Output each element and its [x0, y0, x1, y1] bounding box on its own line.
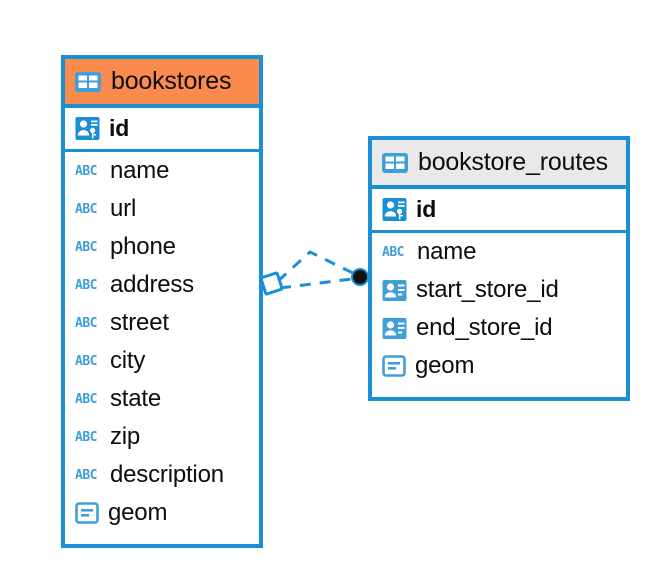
abc-icon: ABC: [75, 312, 101, 334]
abc-icon: ABC: [75, 388, 101, 410]
entity-header-bookstores[interactable]: bookstores: [65, 59, 259, 108]
field-row-name[interactable]: ABC name: [372, 233, 626, 271]
entity-title-bookstore-routes: bookstore_routes: [418, 148, 608, 176]
field-label-name: name: [110, 157, 170, 184]
field-label-end-store-id: end_store_id: [416, 314, 553, 341]
abc-icon: ABC: [75, 198, 101, 220]
entity-field-list-bookstore-routes: id ABC name start_store_id: [372, 189, 626, 385]
field-label-phone: phone: [110, 233, 176, 260]
abc-icon: ABC: [75, 274, 101, 296]
field-row-id[interactable]: id: [372, 189, 626, 233]
field-row-state[interactable]: ABC state: [65, 380, 259, 418]
primary-key-icon: [382, 197, 407, 222]
field-row-end-store-id[interactable]: end_store_id: [372, 309, 626, 347]
abc-icon-glyph: ABC: [75, 277, 97, 293]
field-label-description: description: [110, 461, 224, 488]
abc-icon-glyph: ABC: [75, 315, 97, 331]
primary-key-icon: [75, 116, 100, 141]
relationship-connector[interactable]: [258, 238, 378, 320]
entity-title-bookstores: bookstores: [111, 67, 232, 95]
field-row-address[interactable]: ABC address: [65, 266, 259, 304]
entity-field-list-bookstores: id ABC name ABC url ABC phone ABC addres…: [65, 108, 259, 532]
abc-icon: ABC: [75, 350, 101, 372]
abc-icon-glyph: ABC: [75, 353, 97, 369]
foreign-key-icon: [382, 278, 407, 303]
abc-icon-glyph: ABC: [75, 163, 97, 179]
abc-icon-glyph: ABC: [75, 201, 97, 217]
field-row-geom[interactable]: geom: [372, 347, 626, 385]
field-row-id[interactable]: id: [65, 108, 259, 152]
abc-icon: ABC: [75, 160, 101, 182]
field-row-description[interactable]: ABC description: [65, 456, 259, 494]
abc-icon-glyph: ABC: [75, 429, 97, 445]
entity-table-bookstore-routes[interactable]: bookstore_routes id ABC name: [368, 136, 630, 401]
field-label-address: address: [110, 271, 194, 298]
table-icon: [382, 152, 408, 174]
field-label-city: city: [110, 347, 146, 374]
filled-circle-marker: [353, 270, 367, 284]
foreign-key-icon: [382, 316, 407, 341]
field-label-name: name: [417, 238, 477, 265]
field-label-geom: geom: [108, 499, 168, 526]
abc-icon-glyph: ABC: [75, 391, 97, 407]
field-row-street[interactable]: ABC street: [65, 304, 259, 342]
abc-icon: ABC: [75, 236, 101, 258]
field-label-geom: geom: [415, 352, 475, 379]
abc-icon: ABC: [75, 464, 101, 486]
field-row-zip[interactable]: ABC zip: [65, 418, 259, 456]
abc-icon-glyph: ABC: [382, 244, 404, 260]
field-label-street: street: [110, 309, 169, 336]
geometry-icon: [382, 354, 406, 378]
field-label-start-store-id: start_store_id: [416, 276, 559, 303]
diamond-marker: [259, 271, 284, 296]
field-label-url: url: [110, 195, 137, 222]
abc-icon: ABC: [382, 241, 408, 263]
field-label-zip: zip: [110, 423, 141, 450]
field-label-state: state: [110, 385, 162, 412]
relationship-line-lower: [279, 276, 360, 290]
field-row-url[interactable]: ABC url: [65, 190, 259, 228]
field-label-id: id: [109, 115, 130, 141]
table-icon: [75, 71, 101, 93]
relationship-line-upper: [276, 250, 360, 283]
entity-header-bookstore-routes[interactable]: bookstore_routes: [372, 140, 626, 189]
abc-icon-glyph: ABC: [75, 467, 97, 483]
entity-table-bookstores[interactable]: bookstores id ABC name: [61, 55, 263, 548]
field-row-city[interactable]: ABC city: [65, 342, 259, 380]
geometry-icon: [75, 501, 99, 525]
abc-icon-glyph: ABC: [75, 239, 97, 255]
field-row-name[interactable]: ABC name: [65, 152, 259, 190]
field-row-geom[interactable]: geom: [65, 494, 259, 532]
field-row-start-store-id[interactable]: start_store_id: [372, 271, 626, 309]
abc-icon: ABC: [75, 426, 101, 448]
field-label-id: id: [416, 196, 437, 222]
field-row-phone[interactable]: ABC phone: [65, 228, 259, 266]
